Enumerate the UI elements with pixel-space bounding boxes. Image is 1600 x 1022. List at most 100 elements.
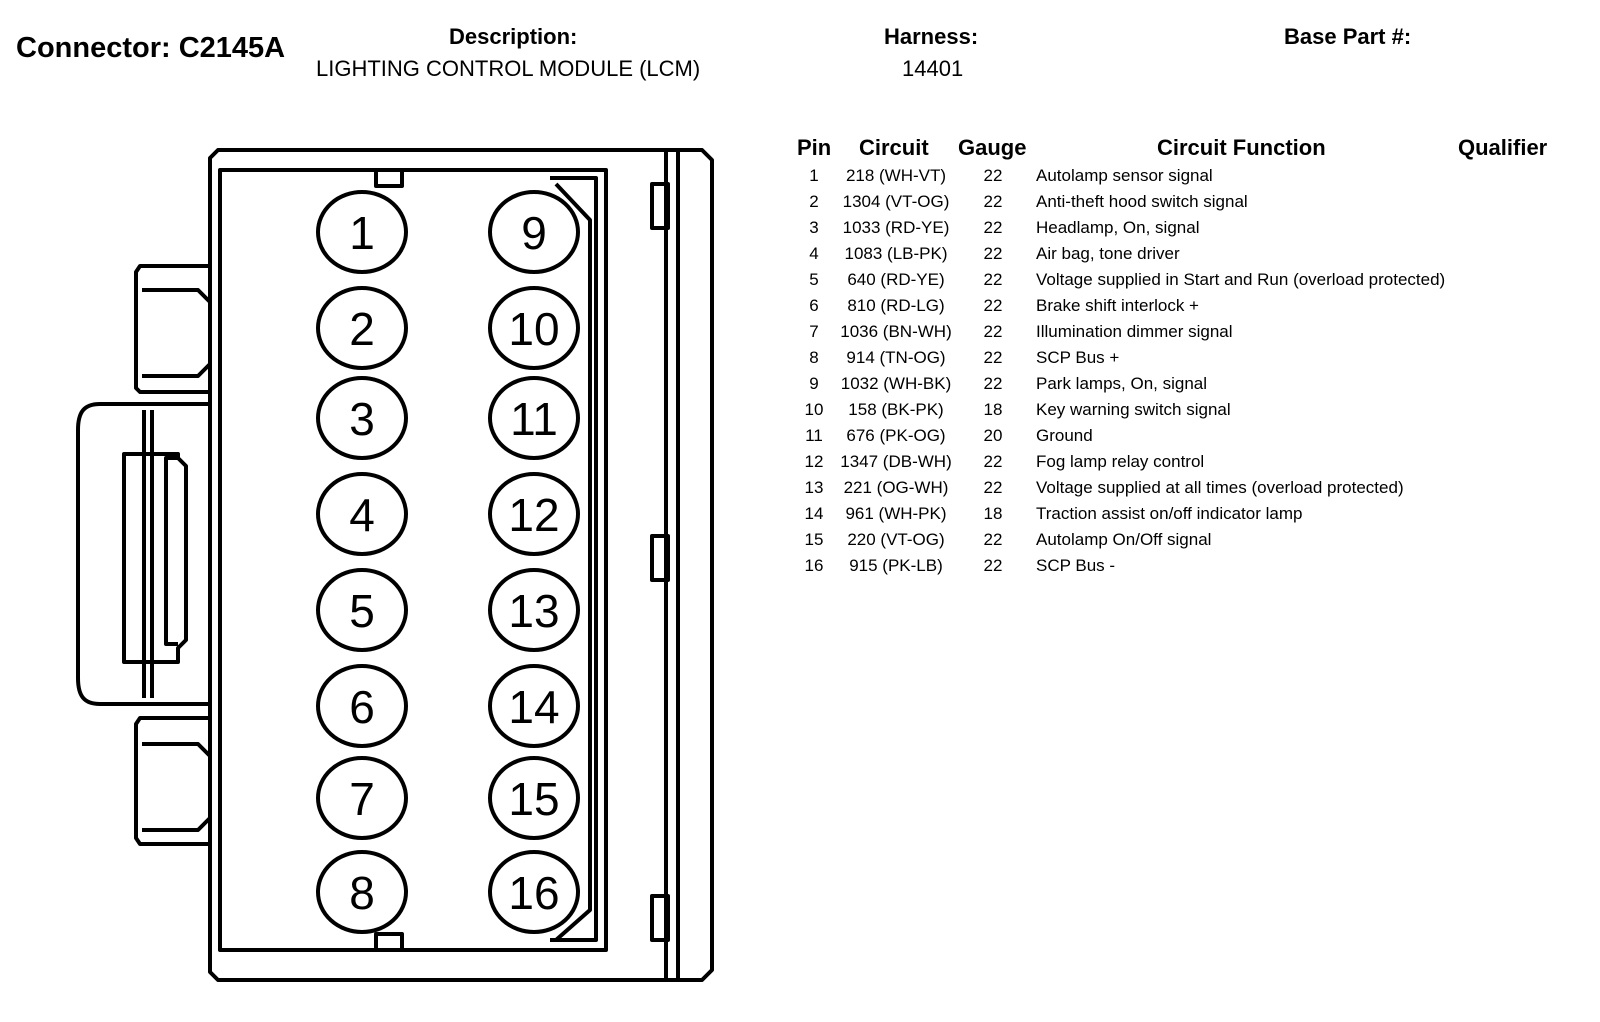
circuit-cell: 1032 (WH-BK) <box>840 374 952 393</box>
pin-cell: 15 <box>804 530 824 549</box>
harness-label: Harness: <box>884 24 979 49</box>
pin-cavity-5 <box>316 568 408 652</box>
pin-cell: 10 <box>804 400 824 419</box>
header-circuit-function: Circuit Function <box>1157 135 1326 160</box>
pin-number-4: 4 <box>349 489 375 541</box>
gauge-cell: 22 <box>983 218 1003 237</box>
inner-right-wall <box>550 176 598 942</box>
pin-cell: 13 <box>804 478 824 497</box>
gauge-cell: 22 <box>983 270 1003 289</box>
pin-number-12: 12 <box>508 489 559 541</box>
gauge-cell: 22 <box>983 296 1003 315</box>
left-latch-lower <box>134 716 210 846</box>
circuit-cell: 1033 (RD-YE) <box>842 218 950 237</box>
gauge-cell: 22 <box>983 556 1003 575</box>
circuit-cell: 1347 (DB-WH) <box>840 452 952 471</box>
pin-cavity-16 <box>488 850 580 934</box>
gauge-cell: 22 <box>983 166 1003 185</box>
pin-cavity-14 <box>488 664 580 748</box>
header-qualifier: Qualifier <box>1458 135 1548 160</box>
pin-number-2: 2 <box>349 303 375 355</box>
function-cell: Air bag, tone driver <box>1036 244 1180 263</box>
pin-cavity-10 <box>488 286 580 370</box>
pin-cavity-9 <box>488 190 580 274</box>
pin-cavity-8 <box>316 850 408 934</box>
pin-cavity-3 <box>316 376 408 460</box>
top-key <box>374 168 404 188</box>
pin-cell: 8 <box>809 348 819 367</box>
pin-cell: 1 <box>809 166 819 185</box>
pin-cell: 4 <box>809 244 819 263</box>
right-rib-bottom <box>650 894 670 942</box>
left-latch-upper <box>134 264 210 394</box>
pin-cell: 11 <box>805 426 823 445</box>
header-pin: Pin <box>797 135 832 160</box>
header-gauge: Gauge <box>958 135 1027 160</box>
description-label: Description: <box>449 24 578 49</box>
left-clip <box>122 452 188 664</box>
pin-number-14: 14 <box>508 681 559 733</box>
function-cell: Voltage supplied at all times (overload … <box>1036 478 1404 497</box>
pin-number-13: 13 <box>508 585 559 637</box>
pin-number-3: 3 <box>349 393 375 445</box>
base-part-label: Base Part #: <box>1284 24 1412 49</box>
pin-cavity-7 <box>316 756 408 840</box>
gauge-cell: 22 <box>983 322 1003 341</box>
pin-number-9: 9 <box>521 207 547 259</box>
description-value: LIGHTING CONTROL MODULE (LCM) <box>316 56 701 81</box>
pin-cell: 9 <box>809 374 819 393</box>
right-rib-top <box>650 182 670 230</box>
pin-cell: 14 <box>804 504 824 523</box>
pin-cavity-13 <box>488 568 580 652</box>
function-cell: Anti-theft hood switch signal <box>1036 192 1248 211</box>
circuit-cell: 676 (PK-OG) <box>846 426 946 445</box>
header-circuit: Circuit <box>859 135 929 160</box>
pin-number-15: 15 <box>508 773 559 825</box>
function-cell: Illumination dimmer signal <box>1036 322 1233 341</box>
pin-number-6: 6 <box>349 681 375 733</box>
pin-cavity-1 <box>316 190 408 274</box>
function-cell: Key warning switch signal <box>1036 400 1231 419</box>
gauge-cell: 22 <box>983 452 1003 471</box>
pin-cell: 2 <box>809 192 819 211</box>
function-cell: Fog lamp relay control <box>1036 452 1205 471</box>
gauge-cell: 22 <box>983 244 1003 263</box>
pin-number-8: 8 <box>349 867 375 919</box>
pin-number-7: 7 <box>349 773 375 825</box>
circuit-cell: 810 (RD-LG) <box>847 296 945 315</box>
function-cell: SCP Bus + <box>1036 348 1120 367</box>
gauge-cell: 20 <box>983 426 1003 445</box>
circuit-cell: 915 (PK-LB) <box>849 556 943 575</box>
left-loop <box>76 402 136 706</box>
gauge-cell: 22 <box>983 348 1003 367</box>
pin-cavity-4 <box>316 472 408 556</box>
function-cell: SCP Bus - <box>1036 556 1116 575</box>
pin-cavity-11 <box>488 376 580 460</box>
circuit-cell: 221 (OG-WH) <box>843 478 949 497</box>
gauge-cell: 22 <box>983 530 1003 549</box>
circuit-cell: 1304 (VT-OG) <box>842 192 950 211</box>
function-cell: Park lamps, On, signal <box>1036 374 1208 393</box>
pin-cell: 7 <box>809 322 819 341</box>
circuit-cell: 158 (BK-PK) <box>848 400 944 419</box>
gauge-cell: 22 <box>983 192 1003 211</box>
circuit-cell: 640 (RD-YE) <box>847 270 945 289</box>
pin-cell: 12 <box>804 452 824 471</box>
connector-title: Connector: C2145A <box>16 32 286 64</box>
pin-number-10: 10 <box>508 303 559 355</box>
pin-number-5: 5 <box>349 585 375 637</box>
right-rib-mid <box>650 534 670 582</box>
pin-cell: 3 <box>809 218 819 237</box>
function-cell: Voltage supplied in Start and Run (overl… <box>1036 270 1446 289</box>
pin-cavity-6 <box>316 664 408 748</box>
function-cell: Autolamp On/Off signal <box>1036 530 1212 549</box>
circuit-cell: 1083 (LB-PK) <box>844 244 948 263</box>
housing-outline <box>208 148 714 982</box>
function-cell: Traction assist on/off indicator lamp <box>1036 504 1303 523</box>
circuit-cell: 218 (WH-VT) <box>845 166 947 185</box>
bottom-key <box>374 932 404 952</box>
gauge-cell: 18 <box>983 400 1003 419</box>
pin-cavity-15 <box>488 756 580 840</box>
pin-cell: 6 <box>809 296 819 315</box>
